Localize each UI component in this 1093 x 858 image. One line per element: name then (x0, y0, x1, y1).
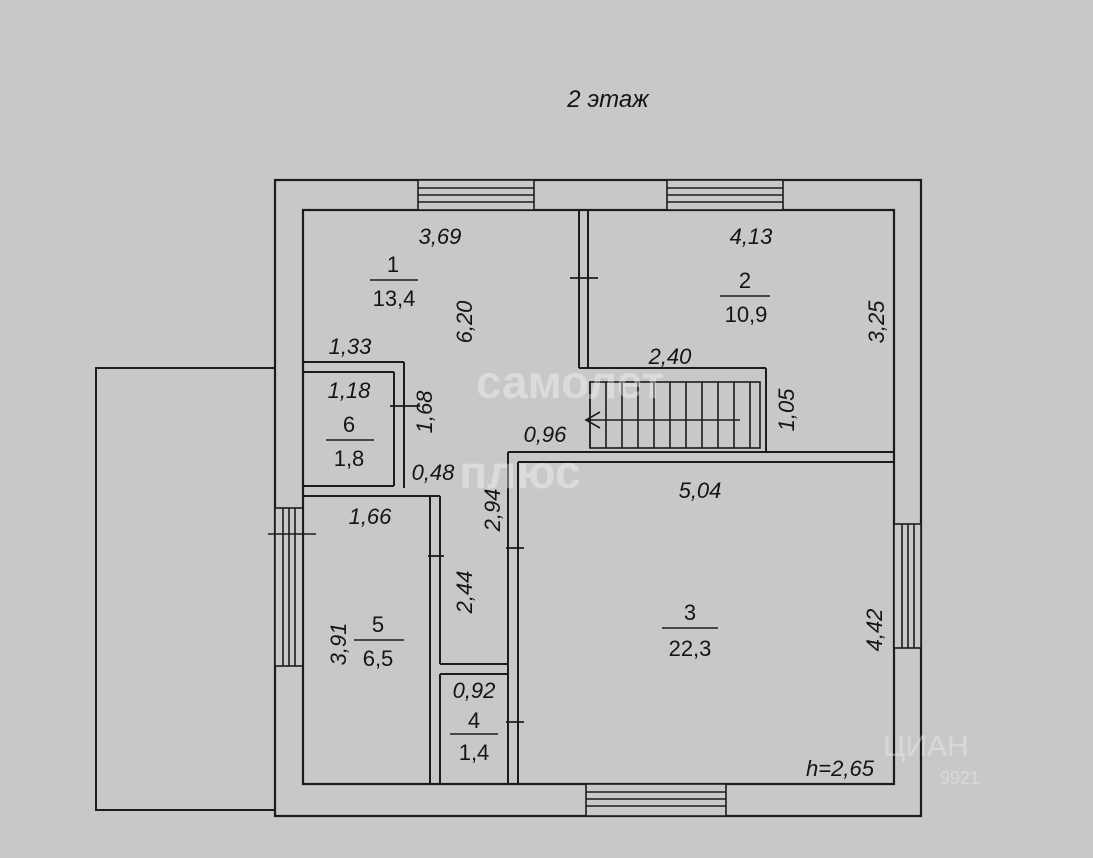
dim-room4-width: 0,92 (453, 678, 496, 703)
window-right (893, 523, 922, 649)
room-2-number: 2 (739, 268, 751, 293)
exterior-walls (273, 178, 923, 818)
dim-corridor-lower: 2,44 (452, 571, 477, 615)
dim-room6-top: 1,33 (329, 334, 373, 359)
watermark-brand: самолет (476, 356, 664, 408)
staircase (584, 381, 761, 449)
watermark-corner-code: 9921 (940, 768, 980, 788)
room-1-area: 13,4 (373, 286, 416, 311)
window-bottom (585, 783, 727, 817)
room-3-number: 3 (684, 600, 696, 625)
dim-room2-length: 3,25 (864, 300, 889, 344)
door-markers (390, 277, 598, 723)
watermark-brand-sub: плюс (459, 446, 580, 498)
room-4-label: 4 1,4 (450, 708, 498, 765)
dim-room5-length: 3,91 (326, 623, 351, 666)
terrace (95, 367, 275, 811)
dim-corridor-width: 0,48 (412, 460, 456, 485)
dim-room3-width: 5,04 (679, 478, 722, 503)
window-top-left (417, 179, 535, 211)
dim-stair-width: 2,40 (648, 344, 693, 369)
dim-room2-width: 4,13 (730, 224, 774, 249)
room-5-number: 5 (372, 612, 384, 637)
room-5-area: 6,5 (363, 646, 394, 671)
watermark-corner: ЦИАН (883, 730, 968, 763)
window-left (268, 507, 316, 667)
window-top-right (666, 179, 784, 211)
room-5-label: 5 6,5 (354, 612, 404, 671)
room-3-label: 3 22,3 (662, 600, 718, 661)
room-1-number: 1 (387, 252, 399, 277)
room-6-area: 1,8 (334, 446, 365, 471)
dim-corridor-length: 2,94 (480, 489, 505, 533)
dim-room1-length: 6,20 (452, 300, 477, 344)
room-3-area: 22,3 (669, 636, 712, 661)
dim-stair-height: 1,05 (774, 388, 799, 432)
dim-room3-length: 4,42 (862, 609, 887, 652)
dim-room6-length: 1,68 (412, 390, 437, 434)
dim-room1-width: 3,69 (419, 224, 462, 249)
room-2-area: 10,9 (725, 302, 768, 327)
dim-room6-width: 1,18 (328, 378, 372, 403)
room-1-label: 1 13,4 (370, 252, 418, 311)
room-6-number: 6 (343, 412, 355, 437)
room-4-area: 1,4 (459, 740, 490, 765)
dim-passage: 0,96 (524, 422, 568, 447)
room-6-label: 6 1,8 (326, 412, 374, 471)
floor-title: 2 этаж (566, 86, 650, 113)
interior-walls (302, 210, 894, 784)
room-2-label: 2 10,9 (720, 268, 770, 327)
dim-room5-width: 1,66 (349, 504, 393, 529)
ceiling-height: h=2,65 (806, 756, 875, 781)
room-4-number: 4 (468, 708, 480, 733)
